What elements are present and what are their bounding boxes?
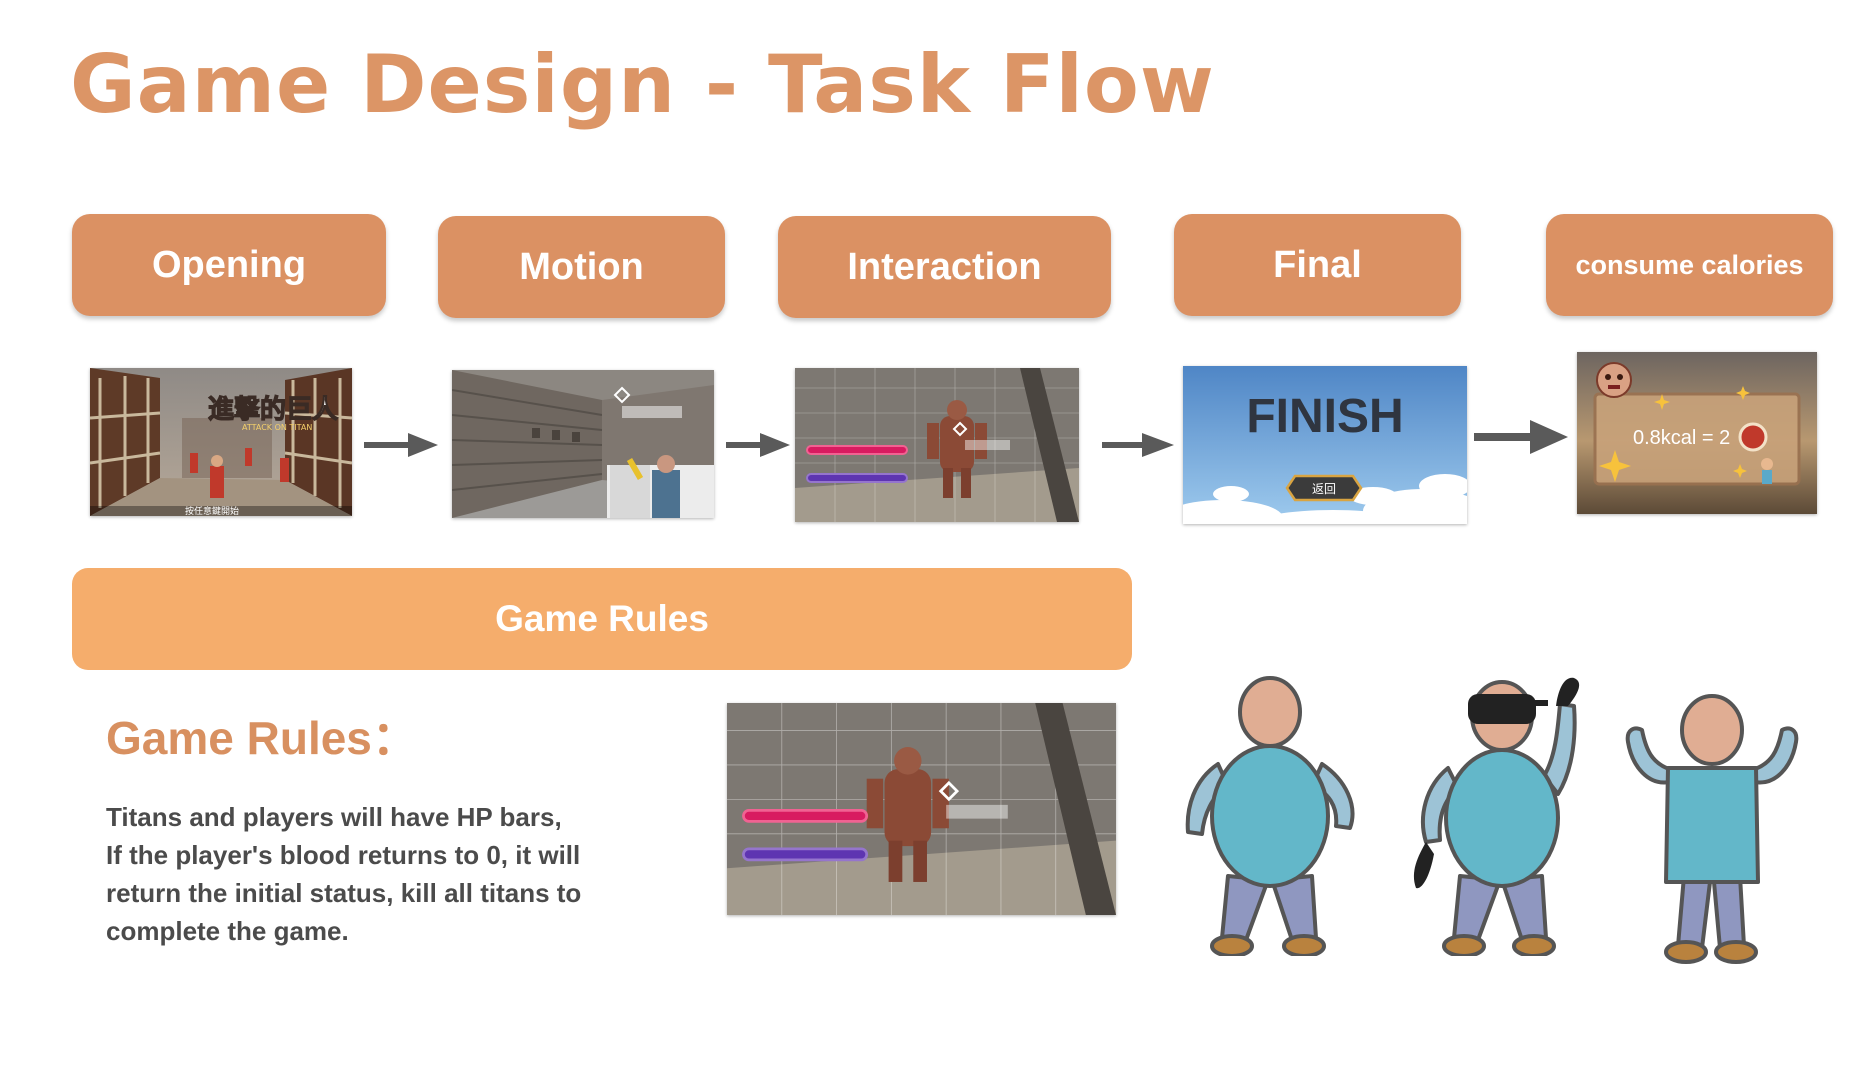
arrow-icon <box>1474 420 1568 454</box>
vr-player-figure-illustration <box>1413 677 1580 956</box>
finish-text: FINISH <box>1246 390 1403 443</box>
return-button-label: 返回 <box>1312 482 1336 496</box>
opening-logo-text: 進撃的巨人 <box>208 394 338 425</box>
opening-prompt-text: 按任意鍵開始 <box>185 505 239 516</box>
opening-screenshot: 進撃的巨人 ATTACK ON TITAN 按任意鍵開始 <box>90 368 352 516</box>
step-final: Final <box>1174 214 1461 316</box>
calories-screenshot: 0.8kcal = 2 <box>1577 352 1817 514</box>
game-rules-heading: Game Rules： <box>106 712 418 764</box>
standing-figure-illustration <box>1185 676 1355 956</box>
flexing-figure-illustration <box>1625 694 1799 964</box>
step-motion: Motion <box>438 216 725 318</box>
step-consume-calories: consume calories <box>1546 214 1833 316</box>
arrow-icon <box>1102 433 1174 457</box>
step-label: Final <box>1273 243 1362 286</box>
motion-screenshot <box>452 370 714 518</box>
final-screenshot: FINISH 返回 <box>1183 366 1467 524</box>
opening-logo-subtitle: ATTACK ON TITAN <box>242 423 312 432</box>
step-label: Opening <box>151 243 307 286</box>
step-opening: Opening <box>72 214 386 316</box>
interaction-screenshot <box>795 368 1079 522</box>
arrow-icon <box>726 433 790 457</box>
rules-line: Titans and players will have HP bars, <box>106 802 562 832</box>
step-interaction: Interaction <box>778 216 1111 318</box>
step-label: Interaction <box>847 245 1042 288</box>
rules-line: return the initial status, kill all tita… <box>106 878 582 908</box>
game-rules-description: Titans and players will have HP bars, If… <box>106 798 666 950</box>
arrow-icon <box>364 433 438 457</box>
page-title: Game Design - Task Flow <box>70 38 1215 131</box>
game-rules-bar-label: Game Rules <box>495 598 709 639</box>
kcal-text: 0.8kcal = 2 <box>1633 427 1730 449</box>
rules-line: complete the game. <box>106 916 349 946</box>
step-label: consume calories <box>1575 249 1804 280</box>
game-rules-bar: Game Rules <box>72 568 1132 670</box>
step-label: Motion <box>519 245 644 288</box>
rules-screenshot <box>727 703 1116 915</box>
rules-line: If the player's blood returns to 0, it w… <box>106 840 581 870</box>
